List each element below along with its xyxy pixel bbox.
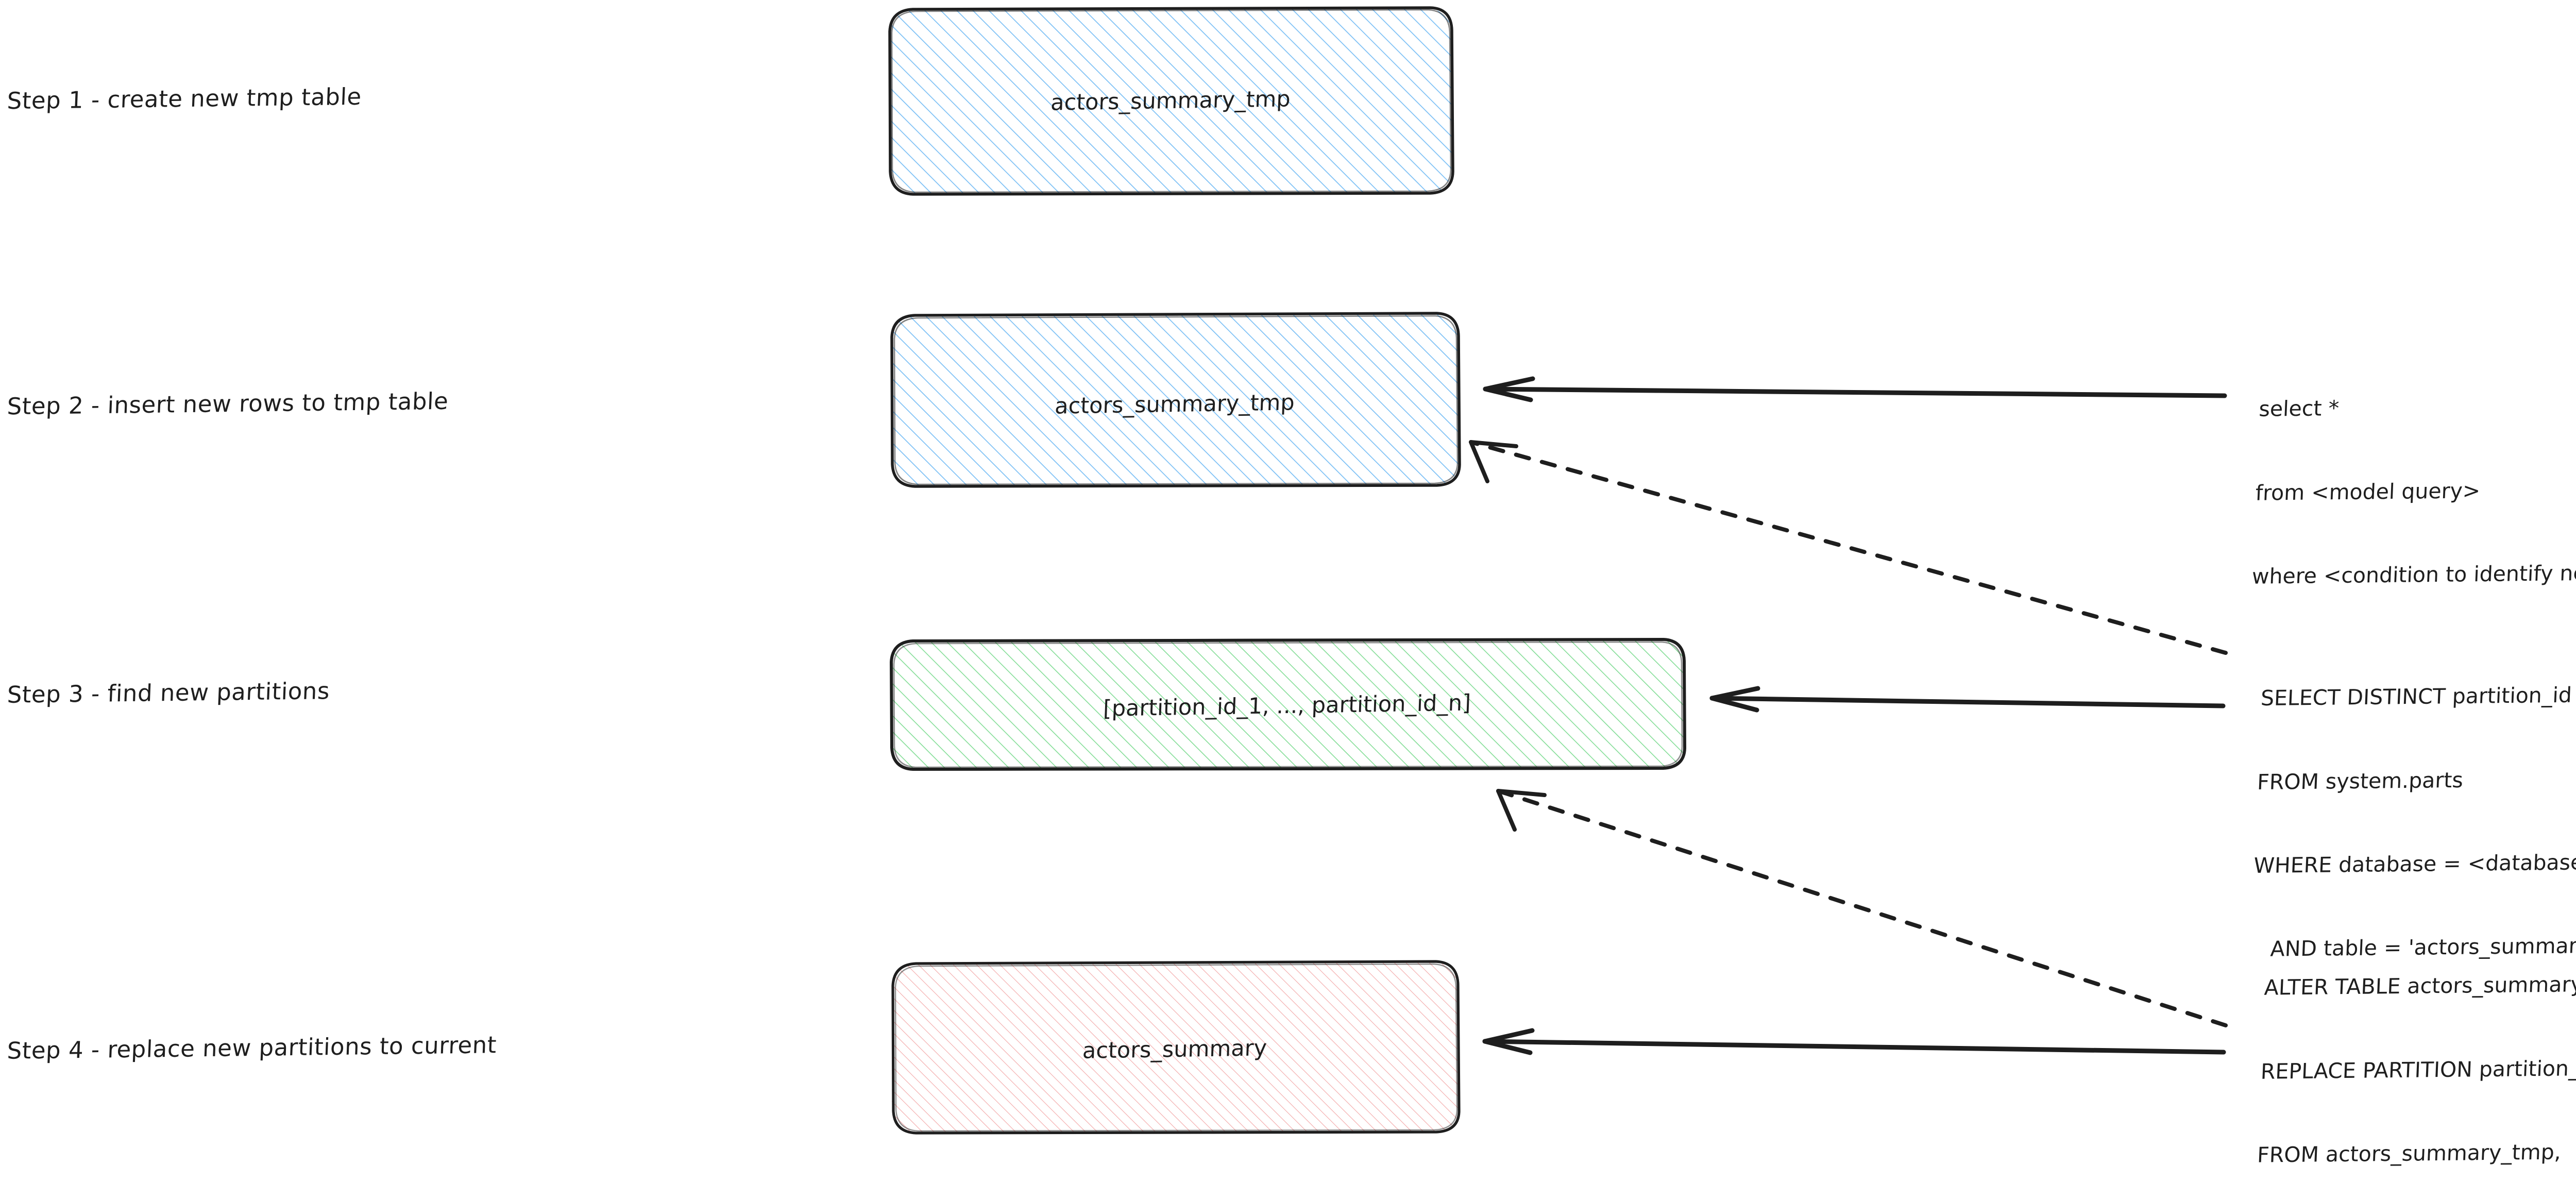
partitions-query-line-2: FROM system.parts — [2257, 767, 2464, 795]
replace-query-line-3: FROM actors_summary_tmp, — [2257, 1139, 2562, 1168]
node-actors-summary-shape[interactable] — [891, 960, 1461, 1135]
node-partitions-shape[interactable] — [889, 637, 1687, 771]
arrow-partitionssql-to-partitions — [1709, 686, 2226, 713]
node-tmp-1-shape[interactable] — [888, 6, 1454, 196]
node-tmp-2-label: actors_summary_tmp — [1054, 390, 1295, 419]
insert-query-text: select * from <model query> where <condi… — [2249, 335, 2576, 646]
replace-query-text: ALTER TABLE actors_summary REPLACE PARTI… — [2244, 914, 2576, 1199]
node-tmp-1-label: actors_summary_tmp — [1050, 86, 1291, 116]
node-actors-summary-label: actors_summary — [1082, 1035, 1267, 1064]
replace-query-line-1: ALTER TABLE actors_summary — [2263, 972, 2576, 1000]
node-tmp-2-shape[interactable] — [890, 312, 1461, 488]
partitions-query-line-1: SELECT DISTINCT partition_id — [2260, 682, 2572, 711]
insert-query-line-3: where <condition to identify new> — [2251, 560, 2576, 589]
partitions-query-line-3: WHERE database = <database> — [2253, 849, 2576, 878]
arrow-replacesql-to-actorssummary — [1482, 1028, 2226, 1055]
insert-query-line-1: select * — [2258, 396, 2340, 421]
arrow-insertsql-to-tmp2 — [1483, 376, 2227, 402]
arrow-partitionssql-to-tmp2 — [1469, 440, 2228, 655]
step-2-label: Step 2 - insert new rows to tmp table — [6, 387, 449, 420]
step-3-label: Step 3 - find new partitions — [6, 677, 330, 708]
replace-query-line-2: REPLACE PARTITION partition_id_1 — [2260, 1055, 2576, 1084]
step-1-label: Step 1 - create new tmp table — [6, 82, 362, 115]
insert-query-line-2: from <model query> — [2255, 478, 2481, 505]
arrow-replacesql-to-partitions — [1496, 789, 2228, 1027]
